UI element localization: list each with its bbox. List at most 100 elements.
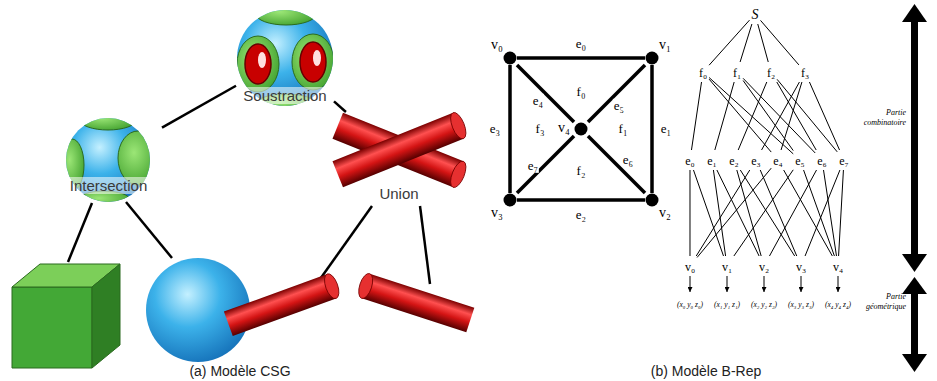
vertex-label: v₄ [558, 120, 570, 136]
operation-label: Union [376, 185, 421, 202]
subtraction-solid [237, 3, 334, 114]
connector [777, 79, 837, 152]
face-label: f₀ [577, 84, 586, 100]
vertex-dot-shape [645, 193, 659, 207]
connector [838, 276, 839, 292]
tree-label: f₂ [767, 66, 775, 80]
tree-node: e₄ [771, 150, 785, 170]
vertex-dot-shape [503, 51, 517, 65]
connector [801, 276, 802, 292]
connector [650, 65, 654, 193]
tree-label: (x₂ y₂ z₂) [751, 300, 777, 309]
tree-node: v₀ [683, 256, 697, 276]
tree-label: v₄ [833, 260, 843, 274]
tree-label: e₁ [707, 154, 717, 168]
face-label: f₂ [577, 163, 586, 179]
coordinate: (x₁ y₁ z₁) [712, 292, 742, 312]
part-label: Partie géométrique [858, 292, 906, 311]
tree-node: v₄ [831, 256, 845, 276]
tree-label: (x₁ y₁ z₁) [714, 300, 740, 309]
tree-label: v₂ [759, 260, 769, 274]
vertex-dot-shape [503, 193, 517, 207]
connector [740, 24, 752, 62]
connector [696, 170, 750, 256]
edge-label: e₃ [489, 122, 501, 136]
vertex-dot: v₄ [574, 122, 588, 136]
tree-node: f₁ [731, 62, 743, 82]
connector [738, 82, 767, 150]
vertex-dot: v₃ [503, 193, 517, 207]
connector [805, 170, 840, 256]
vertex-label: v₃ [491, 205, 503, 221]
connector [727, 276, 728, 292]
connector [781, 82, 802, 150]
connector [162, 86, 236, 128]
caption: (a) Modèle CSG [189, 363, 290, 379]
edge-label: e₅ [613, 99, 625, 113]
tree-node: e₁ [705, 150, 719, 170]
vertex-dot-shape [574, 122, 588, 136]
connector [715, 82, 734, 150]
connector [517, 65, 574, 122]
range-arrow [902, 4, 927, 372]
vertex-dot: v₁ [645, 51, 659, 65]
tree-node: f₀ [697, 62, 709, 82]
cube [12, 264, 120, 368]
tree-label: f₃ [801, 66, 809, 80]
cylinder [224, 272, 342, 336]
tree-label: v₃ [796, 260, 806, 274]
edge-label: e₂ [575, 208, 587, 222]
intersection-solid [60, 110, 158, 209]
tree-label: f₀ [699, 66, 707, 80]
connector [517, 56, 645, 60]
vertex-dot-shape [645, 51, 659, 65]
tree-node: e₇ [837, 150, 851, 170]
tree-label: e₃ [751, 154, 761, 168]
connector [762, 82, 800, 150]
tree-node: v₂ [757, 256, 771, 276]
face-label: f₁ [619, 121, 628, 137]
csg-solid: Intersection [55, 118, 162, 198]
coordinate: (x₃ y₃ z₃) [786, 292, 816, 312]
connector [839, 170, 844, 256]
tree-label: e₂ [729, 154, 739, 168]
connector [809, 82, 839, 150]
tree-label: v₁ [722, 260, 732, 274]
vertex-label: v₀ [491, 37, 503, 53]
csg-solid: Soustraction [236, 8, 334, 108]
caption: (b) Modèle B-Rep [651, 363, 762, 379]
tree-label: e₀ [685, 154, 695, 168]
connector [517, 198, 645, 202]
edge-label: e₀ [575, 37, 587, 51]
connector [769, 170, 816, 256]
connector [588, 136, 645, 193]
coordinate: (x₂ y₂ z₂) [749, 292, 779, 312]
csg-solid: Union [338, 112, 460, 206]
connector [758, 24, 768, 62]
tree-label: S [752, 7, 759, 22]
connector [691, 82, 701, 150]
tree-node: e₅ [793, 150, 807, 170]
vertex-label: v₂ [659, 205, 671, 221]
tree-label: (x₀ y₀ z₀) [677, 300, 703, 309]
face-label: f₃ [536, 121, 545, 137]
connector [508, 65, 512, 193]
connector [777, 82, 816, 150]
tree-node: e₆ [815, 150, 829, 170]
coordinate: (x₄ y₄ z₄) [823, 292, 853, 312]
tree-node: v₁ [720, 256, 734, 276]
tree-node: f₃ [799, 62, 811, 82]
connector [697, 168, 771, 257]
cylinder [356, 272, 474, 333]
tree-label: e₄ [773, 154, 783, 168]
connector [743, 81, 793, 151]
tree-line [68, 202, 430, 284]
operation-label: Intersection [67, 177, 151, 194]
connector [709, 79, 771, 152]
connector [743, 78, 815, 153]
vertex-dot: v₂ [645, 193, 659, 207]
edge-label: e₁ [660, 122, 672, 136]
tree-label: v₀ [685, 260, 695, 274]
tree-node: e₃ [749, 150, 763, 170]
connector [690, 276, 691, 292]
